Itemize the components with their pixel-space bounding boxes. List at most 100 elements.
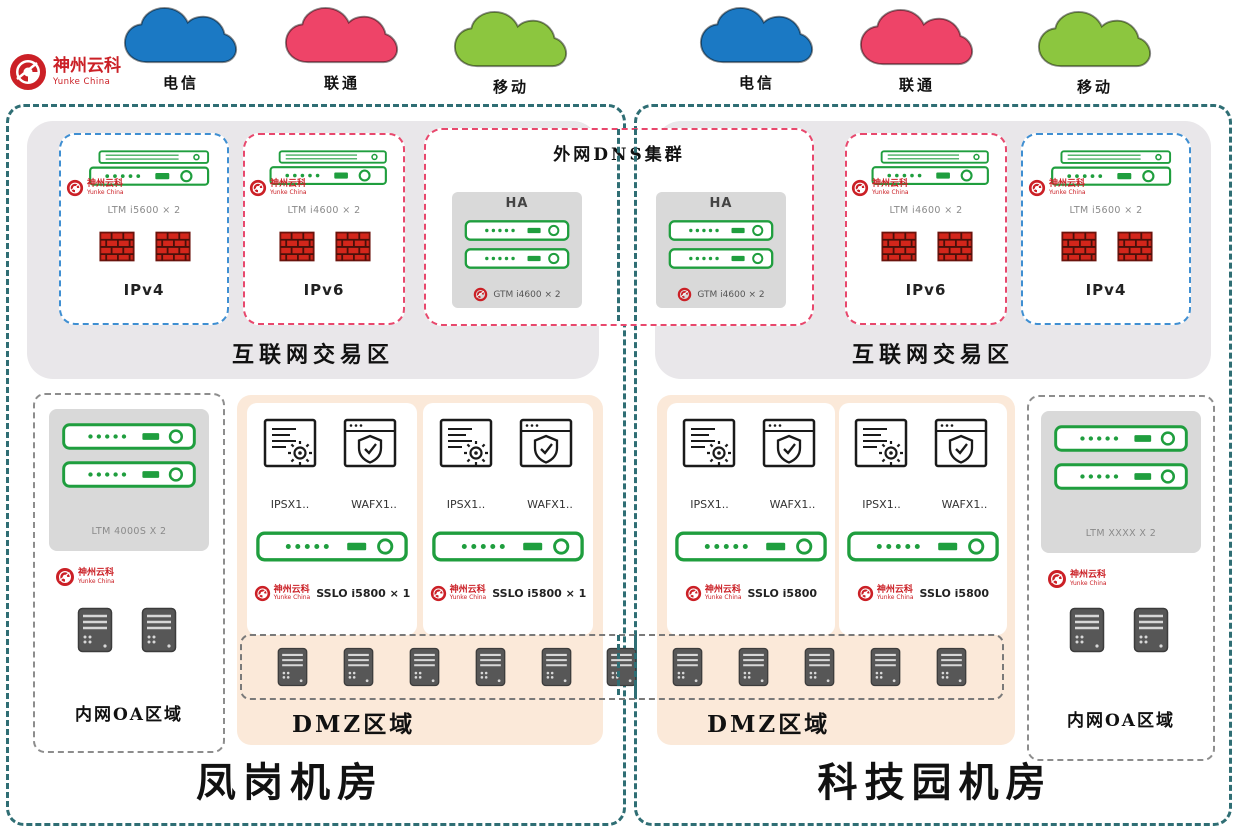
cloud-icon [452,10,570,70]
waf-icon [934,418,988,468]
cloud-icon [283,6,401,66]
cloud-mobile-left: 移动 [452,10,570,97]
brand-subtitle: Yunke China [1070,579,1107,587]
firewall-icon [335,231,371,262]
appliance-icon [1054,425,1188,452]
waf-label: WAFX1.. [351,498,397,511]
appliance-icon [62,461,196,488]
cloud-label: 电信 [162,74,199,92]
yunke-logo-icon [1028,179,1046,197]
firewall-icon [937,231,973,262]
cloud-label: 联通 [898,76,935,94]
datacenter-name-right: 科技园机房 [817,759,1053,806]
zone-title: DMZ区域 [707,711,831,738]
brand-subtitle: Yunke China [704,594,742,602]
waf-icon [519,418,573,468]
sslo-label: SSLO i5800 [919,587,990,600]
ips-label: IPSX1.. [862,498,901,511]
brand-name: 神州云科 [273,584,310,595]
dc-border-segment [617,129,620,321]
cloud-icon [698,6,816,66]
server-icon [804,646,835,688]
brand-name: 神州云科 [449,584,486,595]
cloud-mobile-right: 移动 [1036,10,1154,97]
ltm-cluster-box: LTM XXXX X 2 [1041,411,1201,553]
ips-icon [854,418,908,468]
ips-icon [263,418,317,468]
yunke-logo-icon [8,52,48,92]
brand-name: 神州云科 [1049,179,1086,190]
server-icon [672,646,703,688]
firewall-icon [279,231,315,262]
firewall-icon [1061,231,1097,262]
dc-border-segment [634,129,637,321]
cloud-label: 联通 [323,74,360,92]
server-icon [1069,607,1105,653]
yunke-logo-icon [851,179,869,197]
appliance-icon [1054,463,1188,490]
yunke-logo-icon [677,287,692,302]
gtm-appliance-icon [668,248,774,269]
brand-subtitle: Yunke China [449,594,487,602]
server-icon [475,646,506,688]
ip-version-label: IPv4 [1085,281,1127,299]
device-label: LTM 4000S X 2 [91,526,167,537]
brand-subtitle: Yunke China [87,188,124,196]
ips-label: IPSX1.. [270,498,310,511]
waf-label: WAFX1.. [769,498,816,511]
brand-subtitle: Yunke China [78,577,115,585]
server-icon [1133,607,1169,653]
brand-subtitle: Yunke China [1049,188,1086,196]
server-icon [343,646,374,688]
firewall-icon [881,231,917,262]
server-icon [77,607,113,653]
ip-version-label: IPv4 [123,281,165,299]
cloud-label: 电信 [738,74,775,92]
dmz-server-strip [240,634,1004,700]
server-icon [738,646,769,688]
brand-name: 神州云科 [78,568,115,579]
gtm-row: GTM i4600 × 2 [452,287,582,302]
device-label: LTM i4600 × 2 [287,205,361,216]
cloud-unicom-left: 联通 [283,6,401,93]
ha-label: HA [505,196,529,211]
waf-label: WAFX1.. [527,498,573,511]
ips-label: IPSX1.. [690,498,729,511]
cloud-label: 移动 [492,78,529,96]
yunke-logo-icon [857,585,874,602]
dc-border-segment [634,635,637,695]
server-icon [936,646,967,688]
server-icon [541,646,572,688]
server-icon [277,646,308,688]
sslo-label: SSLO i5800 × 1 [316,587,411,600]
yunke-logo-icon [473,287,488,302]
yunke-logo-header: 神州云科 Yunke China [8,52,121,92]
yunke-logo-icon [254,585,271,602]
sslo-appliance-icon [847,531,999,562]
device-label: LTM i5600 × 2 [1069,205,1143,216]
brand-name: 神州云科 [87,179,124,190]
gtm-appliance-icon [464,248,570,269]
device-label: LTM XXXX X 2 [1085,528,1157,539]
ips-label: IPSX1.. [446,498,486,511]
sslo-appliance-icon [675,531,827,562]
ha-box-right: HA GTM i4600 × 2 [656,192,786,308]
brand-subtitle: Yunke China [53,76,111,87]
